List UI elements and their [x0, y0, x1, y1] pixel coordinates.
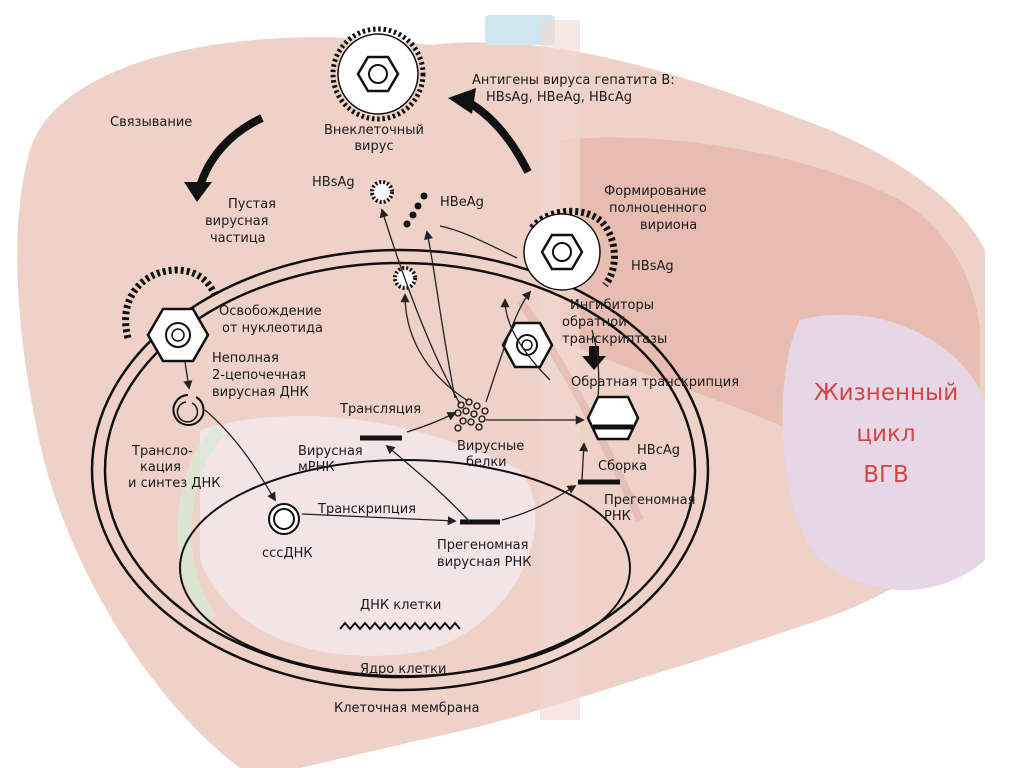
assembly-label: Сборка: [598, 459, 647, 474]
viral-mrna-label-2: мРНК: [298, 460, 335, 475]
hbcag-label: HBcAg: [637, 443, 680, 458]
cccdna-label: cccДНК: [262, 546, 313, 561]
reverse-transcription-label: Обратная транскрипция: [571, 375, 739, 390]
release-label-2: от нуклеотида: [222, 321, 323, 336]
hbsag-particle-icon: [370, 180, 394, 204]
binding-label: Связывание: [110, 115, 192, 130]
pregenomic-rna-label-1: Прегеномная: [604, 493, 695, 508]
translation-label: Трансляция: [339, 402, 421, 417]
side-title-line1: Жизненный: [814, 380, 958, 406]
inhibitors-label-2: обратной: [562, 315, 627, 330]
complete-virion-icon: [523, 207, 618, 291]
antigens-list: HBsAg, HBeAg, HBcAg: [486, 90, 632, 105]
incomplete-dna-label-1: Неполная: [212, 351, 279, 366]
translocation-label-3: и синтез ДНК: [128, 476, 220, 491]
translocation-label-1: Трансло-: [131, 444, 193, 459]
cell-dna-icon: [339, 621, 461, 631]
antigens-label: Антигены вируса гепатита В:: [472, 73, 675, 88]
incomplete-dna-label-2: 2-цепочечная: [212, 368, 306, 383]
empty-particle-label-3: частица: [210, 231, 266, 246]
big-arrow-release-head: [448, 88, 476, 114]
extracellular-virus-icon: [330, 26, 426, 122]
transcription-label: Транскрипция: [317, 502, 416, 517]
flow-arrows: [183, 208, 600, 526]
release-label-1: Освобождение: [219, 304, 322, 319]
big-arrow-binding-head: [184, 182, 212, 202]
side-title-line3: ВГВ: [863, 462, 909, 488]
formation-label-2: полноценного: [609, 201, 707, 216]
hbsag-right-label: HBsAg: [631, 259, 674, 274]
viral-mrna-label-1: Вирусная: [298, 444, 363, 459]
incomplete-dna-label-3: вирусная ДНК: [212, 385, 309, 400]
cell-nucleus: [179, 459, 631, 677]
viral-proteins-label-1: Вирусные: [457, 439, 524, 454]
cell-membrane-label: Клеточная мембрана: [334, 701, 479, 716]
cell-dna-label: ДНК клетки: [360, 598, 441, 613]
cell-nucleus-label: Ядро клетки: [360, 662, 446, 677]
extracellular-virus-label: Внеклеточный: [324, 123, 424, 138]
inhibitors-label-3: транскриптазы: [562, 332, 667, 347]
inhibition-arrow-icon: [582, 346, 606, 370]
empty-particle-label-1: Пустая: [228, 197, 276, 212]
pregenomic-viral-rna-label-2: вирусная РНК: [437, 555, 531, 570]
pregenomic-rna-label-2: РНК: [604, 509, 631, 524]
nucleocapsid-icon: [501, 321, 554, 369]
capsid-assembly-icon: [586, 395, 640, 441]
viral-proteins-icon: [454, 398, 489, 432]
hbeag-dots-icon: [403, 192, 428, 228]
incomplete-dna-icon: [172, 394, 205, 426]
inhibitors-label-1: Ингибиторы: [570, 298, 654, 313]
translocation-label-2: кация: [140, 460, 181, 475]
big-arrow-release: [465, 98, 532, 174]
hbeag-top-label: HBeAg: [440, 195, 484, 210]
viral-proteins-label-2: белки: [466, 455, 507, 470]
virion-at-membrane-icon: [122, 266, 219, 363]
cccdna-icon: [268, 503, 300, 535]
pregenomic-viral-rna-label-1: Прегеномная: [437, 538, 528, 553]
formation-label-3: вириона: [640, 218, 697, 233]
side-title-line2: цикл: [856, 421, 915, 447]
empty-particle-label-2: вирусная: [205, 214, 269, 229]
extracellular-virus-label-2: вирус: [354, 139, 393, 154]
hbsag-top-label: HBsAg: [312, 175, 355, 190]
formation-label-1: Формирование: [604, 184, 706, 199]
big-arrow-binding: [196, 114, 264, 188]
